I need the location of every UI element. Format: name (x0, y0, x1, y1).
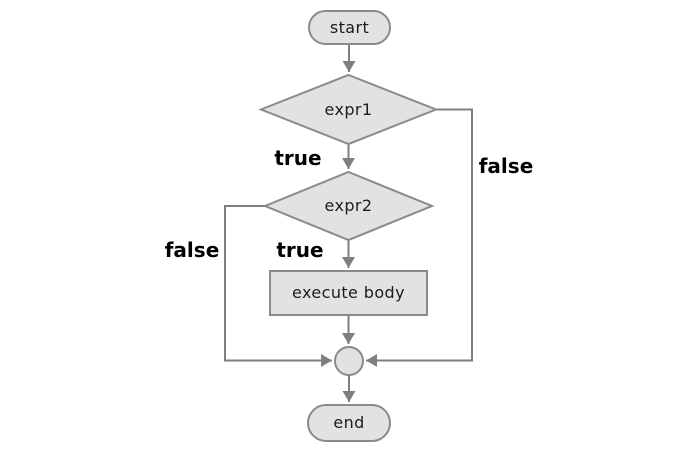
start-node: start (308, 10, 391, 45)
end-terminator-shape (307, 404, 391, 442)
expr1-decision-node: expr1 (258, 73, 439, 146)
execute-body-process-node: execute body (269, 270, 428, 316)
expr2-diamond-shape (262, 170, 435, 242)
execute-body-node-label: execute body (292, 283, 405, 302)
label-expr2-false: false (165, 238, 220, 262)
edge-expr1-false-to-junction (366, 108, 473, 367)
end-node-label: end (333, 413, 364, 432)
junction-circle-shape (334, 346, 364, 376)
edges (224, 44, 473, 402)
expr1-node-label: expr1 (325, 100, 373, 119)
label-expr1-true: true (274, 146, 321, 170)
expr2-node-label: expr2 (325, 196, 373, 215)
label-expr2-true: true (276, 238, 323, 262)
branch-labels: true false true false (165, 146, 534, 262)
junction-connector-node (334, 346, 364, 376)
start-node-label: start (330, 18, 369, 37)
end-node: end (307, 404, 391, 442)
start-terminator-shape (308, 10, 391, 45)
expr1-diamond-shape (258, 73, 439, 146)
edge-expr2-false-to-junction (224, 205, 332, 367)
expr2-decision-node: expr2 (262, 170, 435, 242)
label-expr1-false: false (479, 154, 534, 178)
execute-body-rect-shape (269, 270, 428, 316)
